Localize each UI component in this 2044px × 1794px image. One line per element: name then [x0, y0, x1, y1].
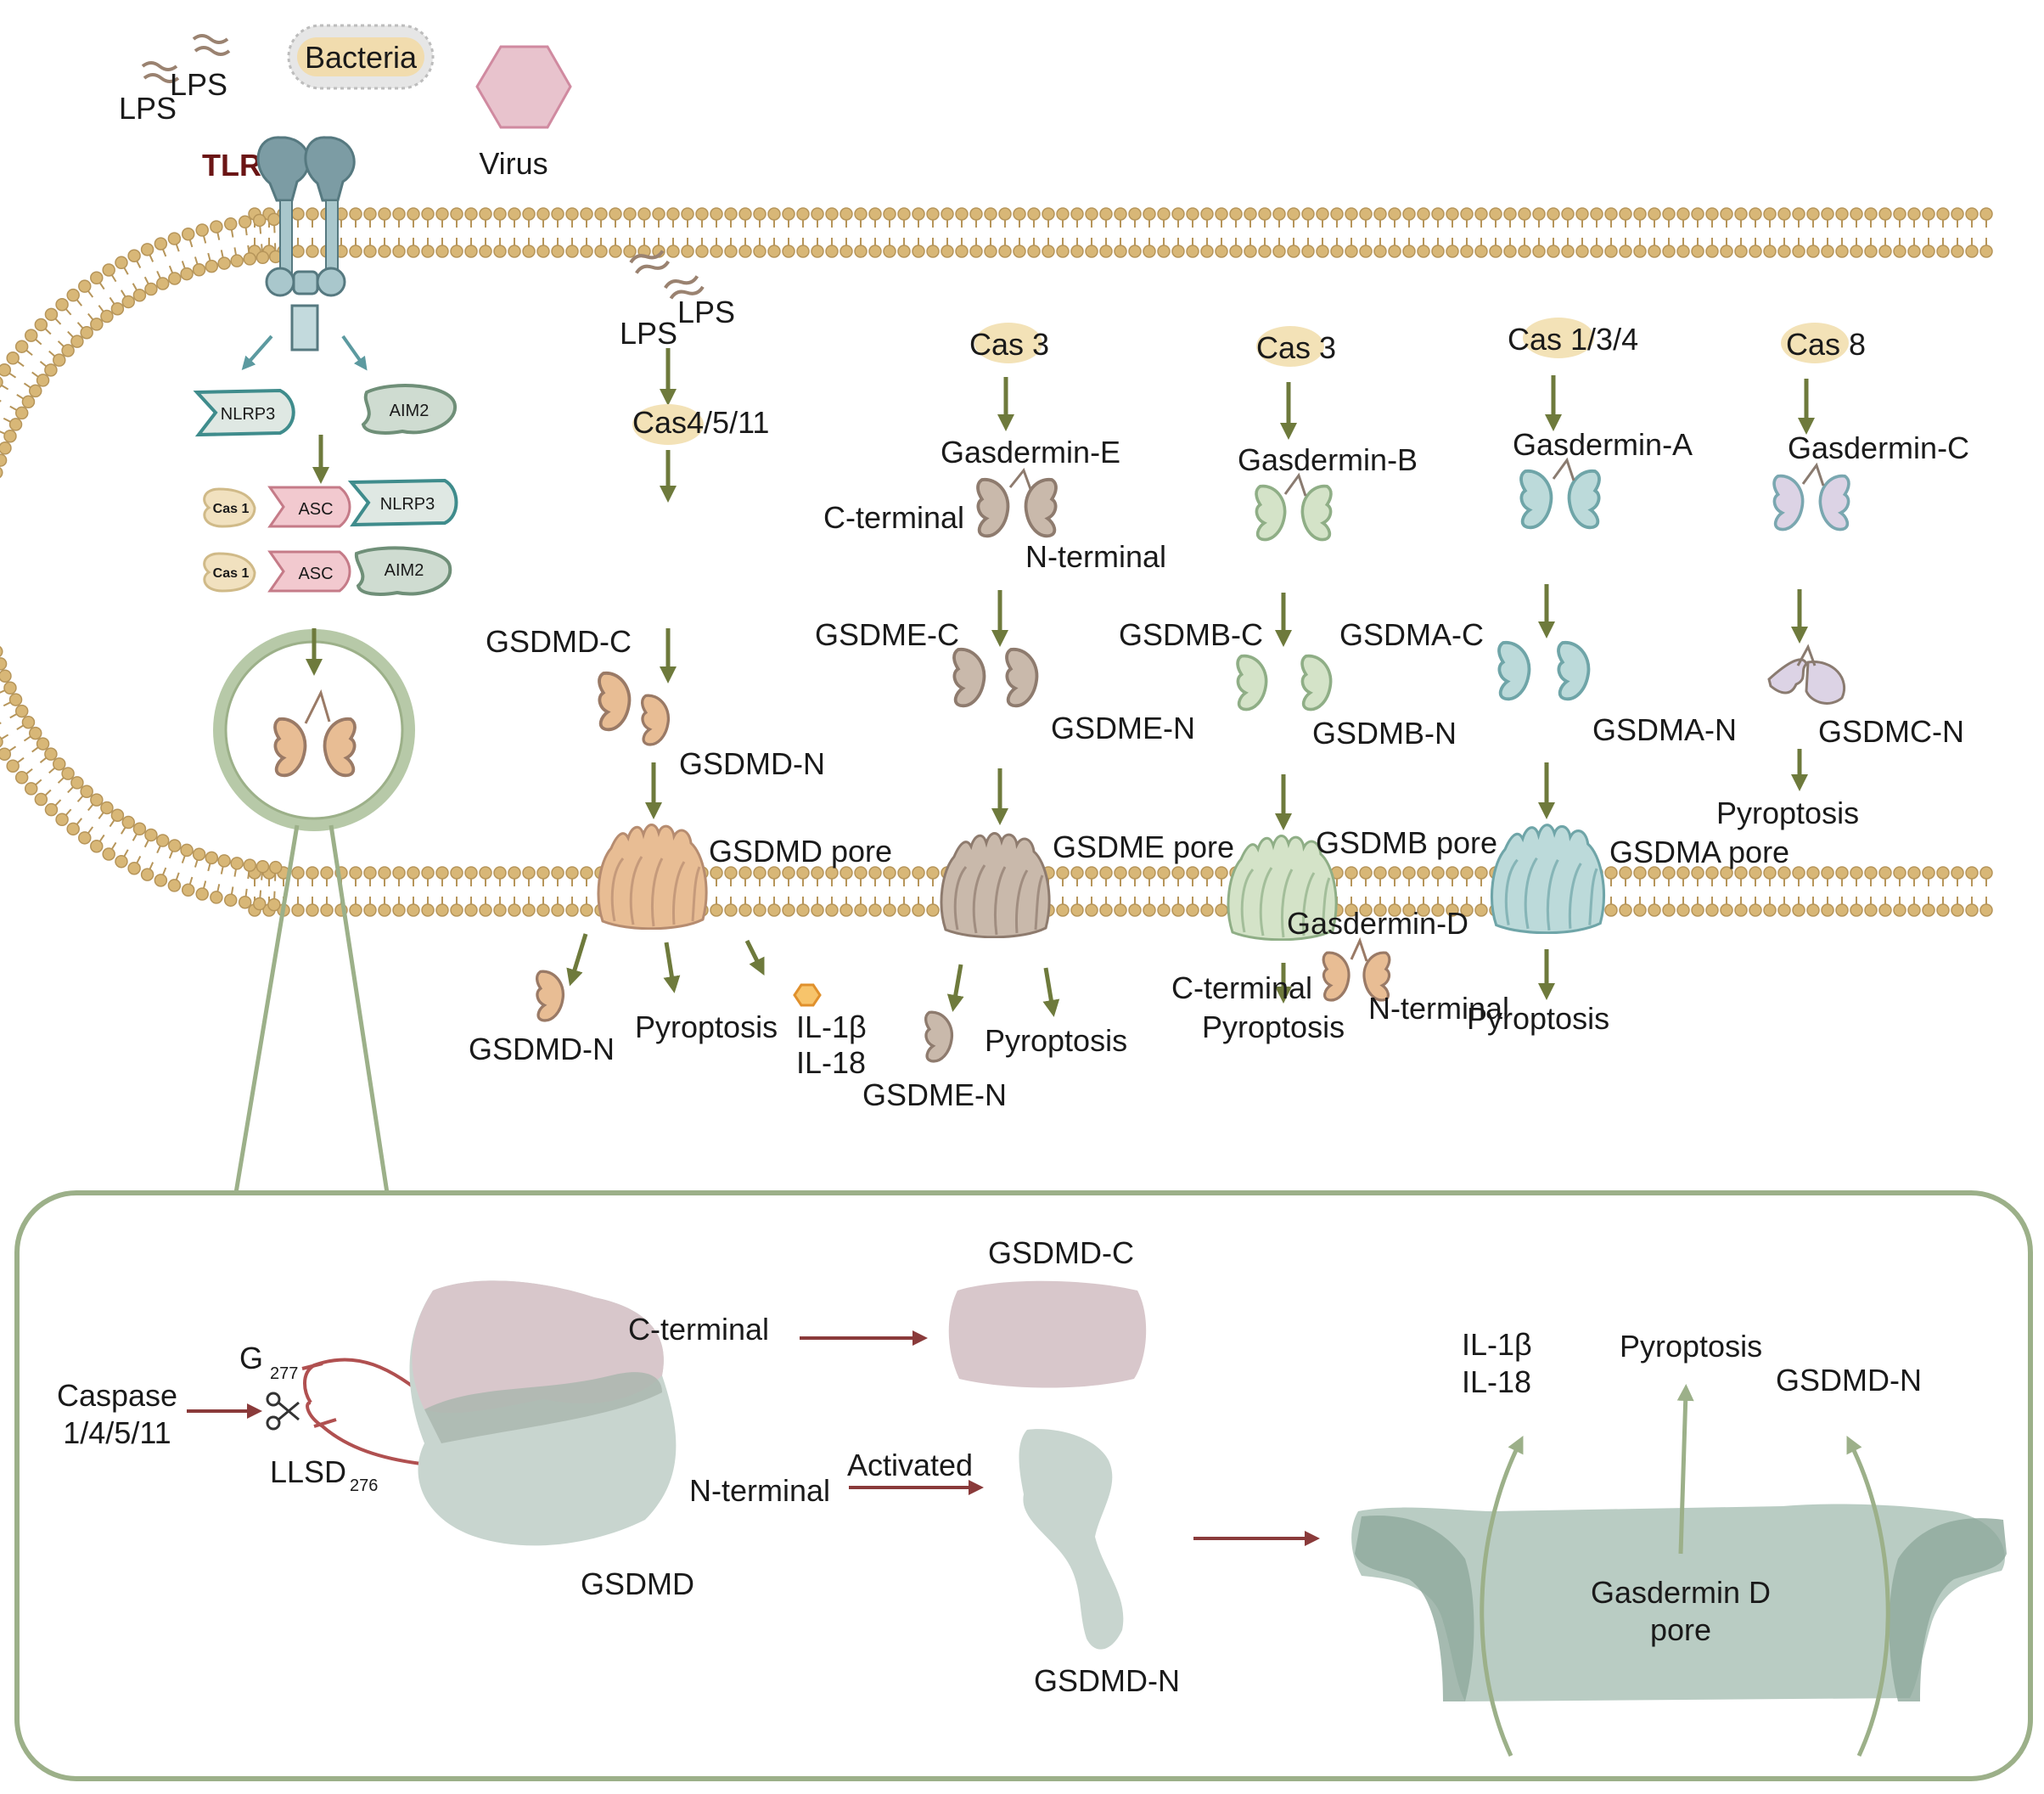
n-terminal-label: N-terminal — [1025, 539, 1166, 574]
gsdme-pore-label: GSDME pore — [1053, 830, 1234, 864]
c-terminal-label: C-terminal — [628, 1312, 769, 1347]
lps-label: LPS — [119, 91, 177, 126]
pyroptosis-label: Pyroptosis — [1620, 1329, 1762, 1364]
gasdermin-e-label: Gasdermin-E — [941, 435, 1120, 470]
tlr-receptor: TLR — [202, 136, 368, 371]
pyroptosis-label: Pyroptosis — [635, 1009, 778, 1044]
il1b-label: IL-1β — [796, 1009, 867, 1044]
inset-panel: Caspase 1/4/5/11 G 277 LLSD 276 C-termin… — [14, 1190, 2033, 1781]
virus: Virus — [475, 45, 572, 181]
cytokine-hexagon-icon — [793, 983, 822, 1007]
lps-label: LPS — [677, 295, 735, 329]
lps-squiggle-icon — [141, 61, 180, 83]
gsdmd-label: GSDMD — [581, 1566, 694, 1601]
caspase-label: Cas4/5/11 — [632, 405, 769, 440]
c-terminal-label: C-terminal — [823, 500, 964, 535]
aim2-label: AIM2 — [390, 402, 430, 420]
nlrp3-label: NLRP3 — [380, 495, 435, 514]
pore-label: pore — [1650, 1612, 1711, 1647]
caspase-label: Cas 3 — [969, 327, 1049, 362]
cas1-label: Cas 1 — [213, 566, 250, 581]
pyroptosis-label: Pyroptosis — [1467, 1001, 1609, 1036]
g277-label: G — [239, 1341, 263, 1375]
gsdmd-pathway: LPS LPS Cas4/5/11 GSDMD-C GSDMD-N GSDMD … — [469, 250, 892, 1080]
asc-label: ASC — [298, 500, 333, 519]
virus-hexagon-icon — [475, 45, 572, 129]
caspase-label: Cas 1/3/4 — [1508, 322, 1638, 357]
nlrp3-label: NLRP3 — [221, 405, 275, 424]
gasdermin-d-label: Gasdermin-D — [1287, 906, 1468, 941]
n-terminal-label: N-terminal — [1368, 991, 1509, 1026]
gasdermin-b-label: Gasdermin-B — [1238, 442, 1418, 477]
gsdmd-n-structure — [1019, 1429, 1124, 1650]
lps-stimulus: LPS LPS — [119, 34, 231, 126]
tlr-ectodomain-icon — [256, 136, 311, 202]
nlrp3-shape — [193, 388, 295, 437]
gsdmd-n-label: GSDMD-N — [1034, 1663, 1180, 1698]
gsdmb-c-label: GSDMB-C — [1119, 617, 1263, 652]
gsdme-n-out-label: GSDME-N — [862, 1077, 1007, 1112]
llsd276-subscript: 276 — [350, 1476, 378, 1495]
aim2-shape — [361, 384, 457, 435]
caspase-label: Cas 8 — [1786, 327, 1866, 362]
gsdmb-pathway: Cas 3 Gasdermin-B GSDMB-C GSDMB-N GSDMB … — [1119, 326, 1509, 1044]
gsdmd-pore-label: GSDMD pore — [709, 834, 892, 869]
llsd276-label: LLSD — [270, 1454, 346, 1489]
il18-label: IL-18 — [796, 1045, 866, 1080]
gsdmd-n-out-label: GSDMD-N — [1776, 1363, 1922, 1398]
lps-squiggle-icon — [629, 250, 671, 274]
gasdermin-d-pore-structure — [1351, 1504, 2005, 1701]
gsdmc-n-label: GSDMC-N — [1818, 714, 1964, 749]
pore-label: Gasdermin D — [1591, 1575, 1771, 1610]
caspase-range-label: 1/4/5/11 — [63, 1415, 171, 1450]
gsdme-c-label: GSDME-C — [815, 617, 959, 652]
il18-label: IL-18 — [1462, 1364, 1531, 1399]
lps-squiggle-icon — [192, 34, 231, 56]
gsdmd-n-label: GSDMD-N — [679, 746, 825, 781]
gsdmd-c-label: GSDMD-C — [988, 1235, 1134, 1270]
lps-label: LPS — [170, 67, 227, 102]
magnifier — [213, 628, 415, 1194]
c-terminal-label: C-terminal — [1171, 970, 1312, 1005]
gsdme-pathway: Cas 3 Gasdermin-E C-terminal N-terminal … — [815, 323, 1234, 1112]
pyroptosis-label: Pyroptosis — [1202, 1009, 1345, 1044]
gsdmc-pathway: Cas 8 Gasdermin-C GSDMC-N Pyroptosis — [1716, 323, 1969, 830]
gsdmd-c-structure — [948, 1280, 1147, 1388]
gsdma-n-label: GSDMA-N — [1592, 712, 1737, 747]
tlr-label: TLR — [202, 148, 261, 183]
n-terminal-label: N-terminal — [689, 1473, 830, 1508]
bacteria: Bacteria — [287, 24, 435, 90]
tlr-ectodomain-icon — [304, 136, 356, 202]
gsdma-pore-label: GSDMA pore — [1609, 835, 1789, 869]
virus-label: Virus — [479, 146, 548, 181]
aim2-label: AIM2 — [385, 561, 424, 580]
asc-label: ASC — [298, 565, 333, 583]
pyroptosis-label: Pyroptosis — [985, 1023, 1127, 1058]
gsdmd-n-out-label: GSDMD-N — [469, 1032, 615, 1066]
gsdma-pathway: Cas 1/3/4 Gasdermin-A GSDMA-C GSDMA-N GS… — [1339, 318, 1789, 1036]
activated-label: Activated — [847, 1448, 973, 1482]
inflammasome: NLRP3 AIM2 Cas 1 ASC NLRP3 Cas 1 ASC AIM… — [193, 384, 458, 596]
caspase-label: Cas 3 — [1256, 330, 1336, 365]
lps-squiggle-icon — [664, 275, 705, 300]
gsdma-c-label: GSDMA-C — [1339, 617, 1484, 652]
pyroptosis-label: Pyroptosis — [1716, 796, 1859, 830]
gasdermin-c-label: Gasdermin-C — [1788, 430, 1969, 465]
scissors-icon — [266, 1392, 300, 1431]
gasdermin-a-label: Gasdermin-A — [1513, 427, 1693, 462]
cas1-label: Cas 1 — [213, 502, 250, 516]
lps-label: LPS — [620, 316, 677, 351]
gsdmb-n-label: GSDMB-N — [1312, 716, 1457, 751]
gsdmb-pore-label: GSDMB pore — [1316, 825, 1497, 860]
il1b-label: IL-1β — [1462, 1327, 1532, 1362]
gsdmd-c-label: GSDMD-C — [486, 624, 632, 659]
g277-subscript: 277 — [270, 1364, 298, 1383]
caspase-label: Caspase — [57, 1378, 177, 1413]
bacteria-label: Bacteria — [305, 40, 418, 75]
gsdme-n-label: GSDME-N — [1051, 711, 1195, 745]
